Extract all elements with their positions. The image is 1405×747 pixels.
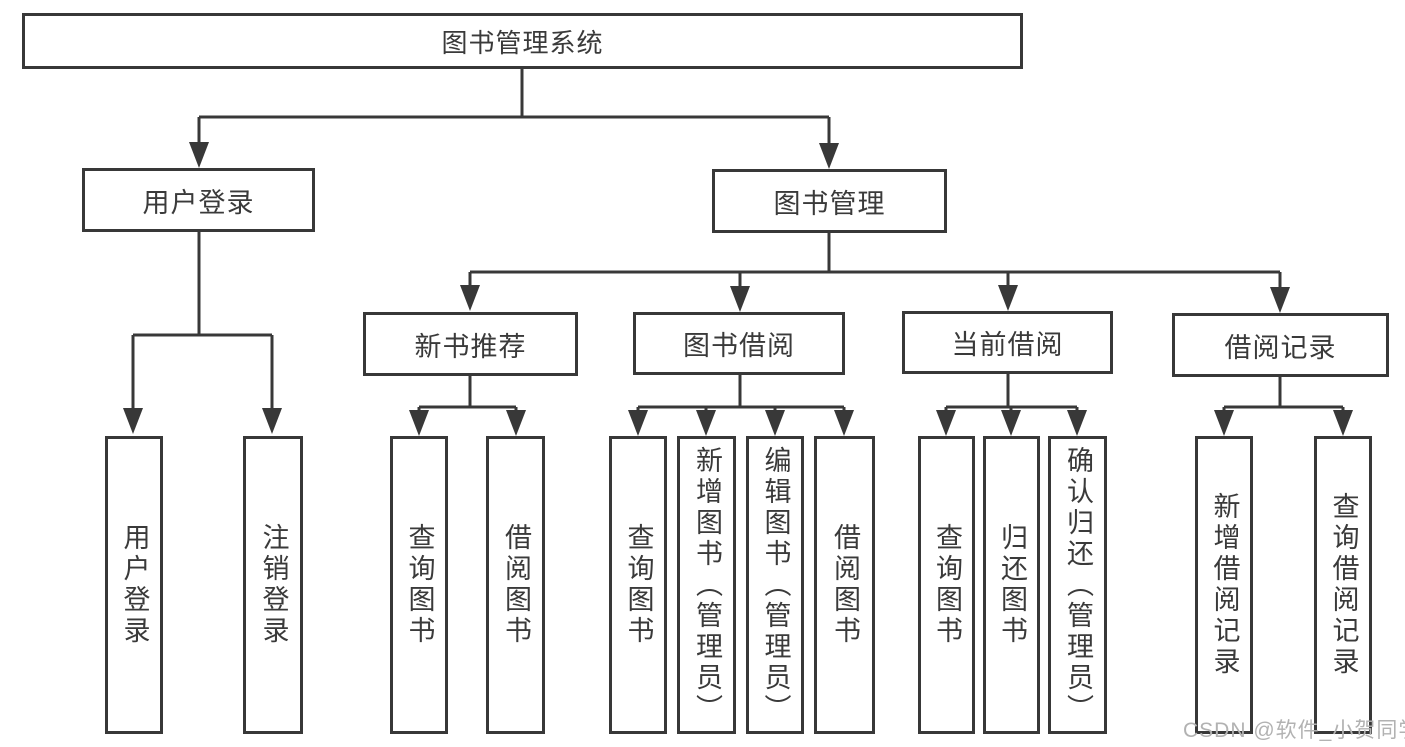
node-library-system: 图书管理系统 <box>22 13 1023 69</box>
leaf-query-borrow-record: 查询借阅记录 <box>1314 436 1372 734</box>
node-book-management: 图书管理 <box>712 169 947 233</box>
leaf-borrow-books-recommend: 借阅图书 <box>486 436 545 734</box>
leaf-borrow-books-recommend-label: 借阅图书 <box>501 523 531 647</box>
leaf-query-books-current: 查询图书 <box>918 436 975 734</box>
leaf-return-book: 归还图书 <box>983 436 1040 734</box>
node-book-management-label: 图书管理 <box>773 188 886 219</box>
node-new-book-recommend-label: 新书推荐 <box>414 331 527 362</box>
leaf-return-book-label: 归还图书 <box>997 523 1027 647</box>
csdn-watermark: CSDN @软件_小贺同学 <box>1183 719 1405 742</box>
node-new-book-recommend: 新书推荐 <box>363 312 578 376</box>
node-book-borrow-label: 图书借阅 <box>683 331 795 361</box>
leaf-query-borrow-record-label: 查询借阅记录 <box>1328 492 1359 678</box>
leaf-query-books-current-label: 查询图书 <box>932 523 962 647</box>
node-borrow-records: 借阅记录 <box>1172 313 1389 377</box>
leaf-confirm-return-admin: 确认归还（管理员） <box>1048 436 1107 734</box>
leaf-query-books-borrow: 查询图书 <box>609 436 667 734</box>
leaf-query-books-recommend-label: 查询图书 <box>404 523 435 647</box>
leaf-add-borrow-record-label: 新增借阅记录 <box>1209 492 1240 678</box>
node-user-login-label: 用户登录 <box>142 187 255 218</box>
node-book-borrow: 图书借阅 <box>633 312 845 375</box>
leaf-user-login: 用户登录 <box>105 436 163 734</box>
leaf-logout-label: 注销登录 <box>258 523 289 647</box>
leaf-edit-book-admin-label: 编辑图书（管理员） <box>760 445 791 725</box>
leaf-add-book-admin: 新增图书（管理员） <box>677 436 736 734</box>
leaf-user-login-label: 用户登录 <box>119 523 150 647</box>
leaf-add-book-admin-label: 新增图书（管理员） <box>692 445 722 725</box>
leaf-edit-book-admin: 编辑图书（管理员） <box>746 436 804 734</box>
node-current-borrow: 当前借阅 <box>902 311 1113 374</box>
leaf-query-books-borrow-label: 查询图书 <box>623 523 654 647</box>
leaf-logout: 注销登录 <box>243 436 303 734</box>
leaf-borrow-books-label: 借阅图书 <box>830 523 860 647</box>
leaf-confirm-return-admin-label: 确认归还（管理员） <box>1063 445 1093 725</box>
node-user-login: 用户登录 <box>82 168 315 232</box>
leaf-query-books-recommend: 查询图书 <box>390 436 448 734</box>
node-borrow-records-label: 借阅记录 <box>1224 332 1337 363</box>
node-library-system-label: 图书管理系统 <box>441 27 604 58</box>
node-current-borrow-label: 当前借阅 <box>951 330 1064 360</box>
leaf-add-borrow-record: 新增借阅记录 <box>1195 436 1253 734</box>
leaf-borrow-books: 借阅图书 <box>814 436 875 734</box>
